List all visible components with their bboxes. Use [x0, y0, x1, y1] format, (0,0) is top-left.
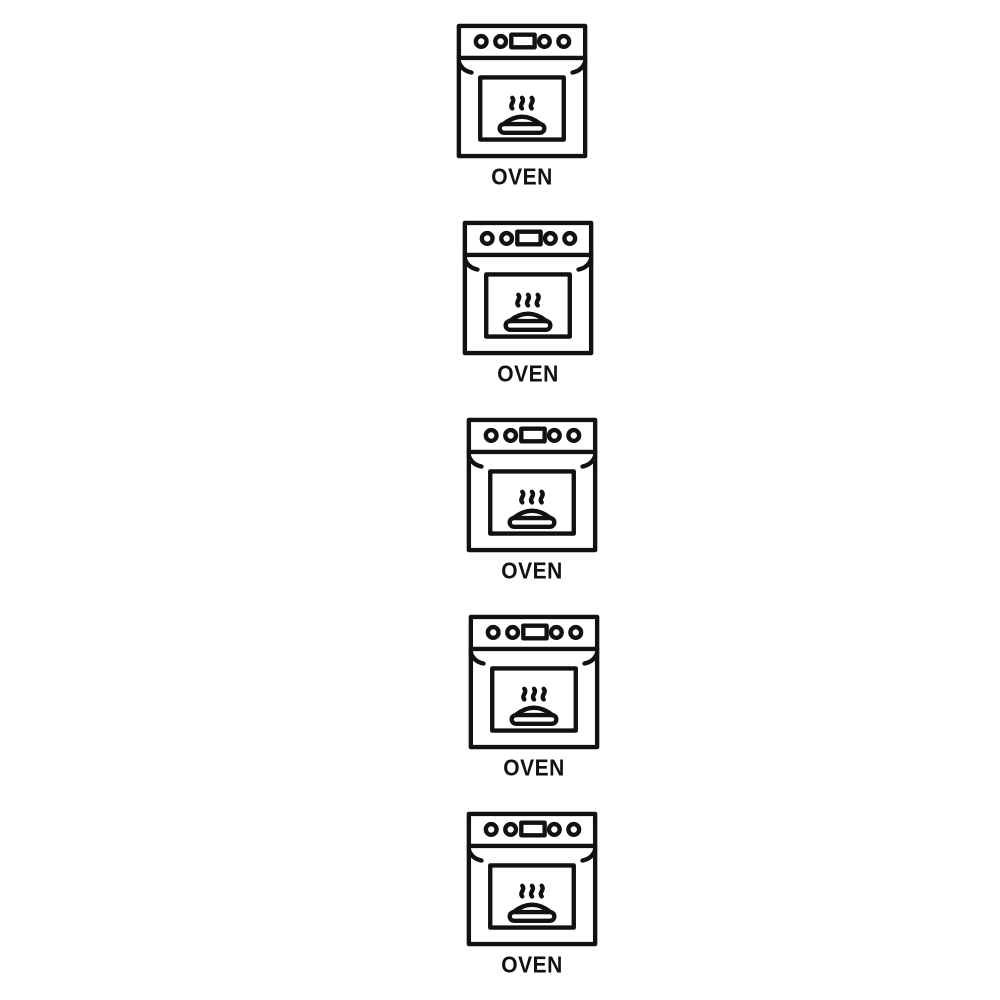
oven-icon: [464, 808, 600, 950]
oven-label: OVEN: [497, 362, 559, 387]
oven-icon-block: OVEN: [462, 414, 602, 584]
oven-icon: [460, 217, 596, 359]
oven-label: OVEN: [503, 756, 565, 781]
oven-label: OVEN: [501, 559, 563, 584]
oven-icon: [454, 20, 590, 162]
oven-label: OVEN: [501, 953, 563, 978]
oven-label: OVEN: [491, 165, 553, 190]
oven-icon-block: OVEN: [464, 611, 604, 781]
oven-icon-block: OVEN: [462, 808, 602, 978]
oven-icon: [464, 414, 600, 556]
oven-icon-block: OVEN: [452, 20, 592, 190]
oven-icon: [466, 611, 602, 753]
oven-icon-block: OVEN: [458, 217, 598, 387]
